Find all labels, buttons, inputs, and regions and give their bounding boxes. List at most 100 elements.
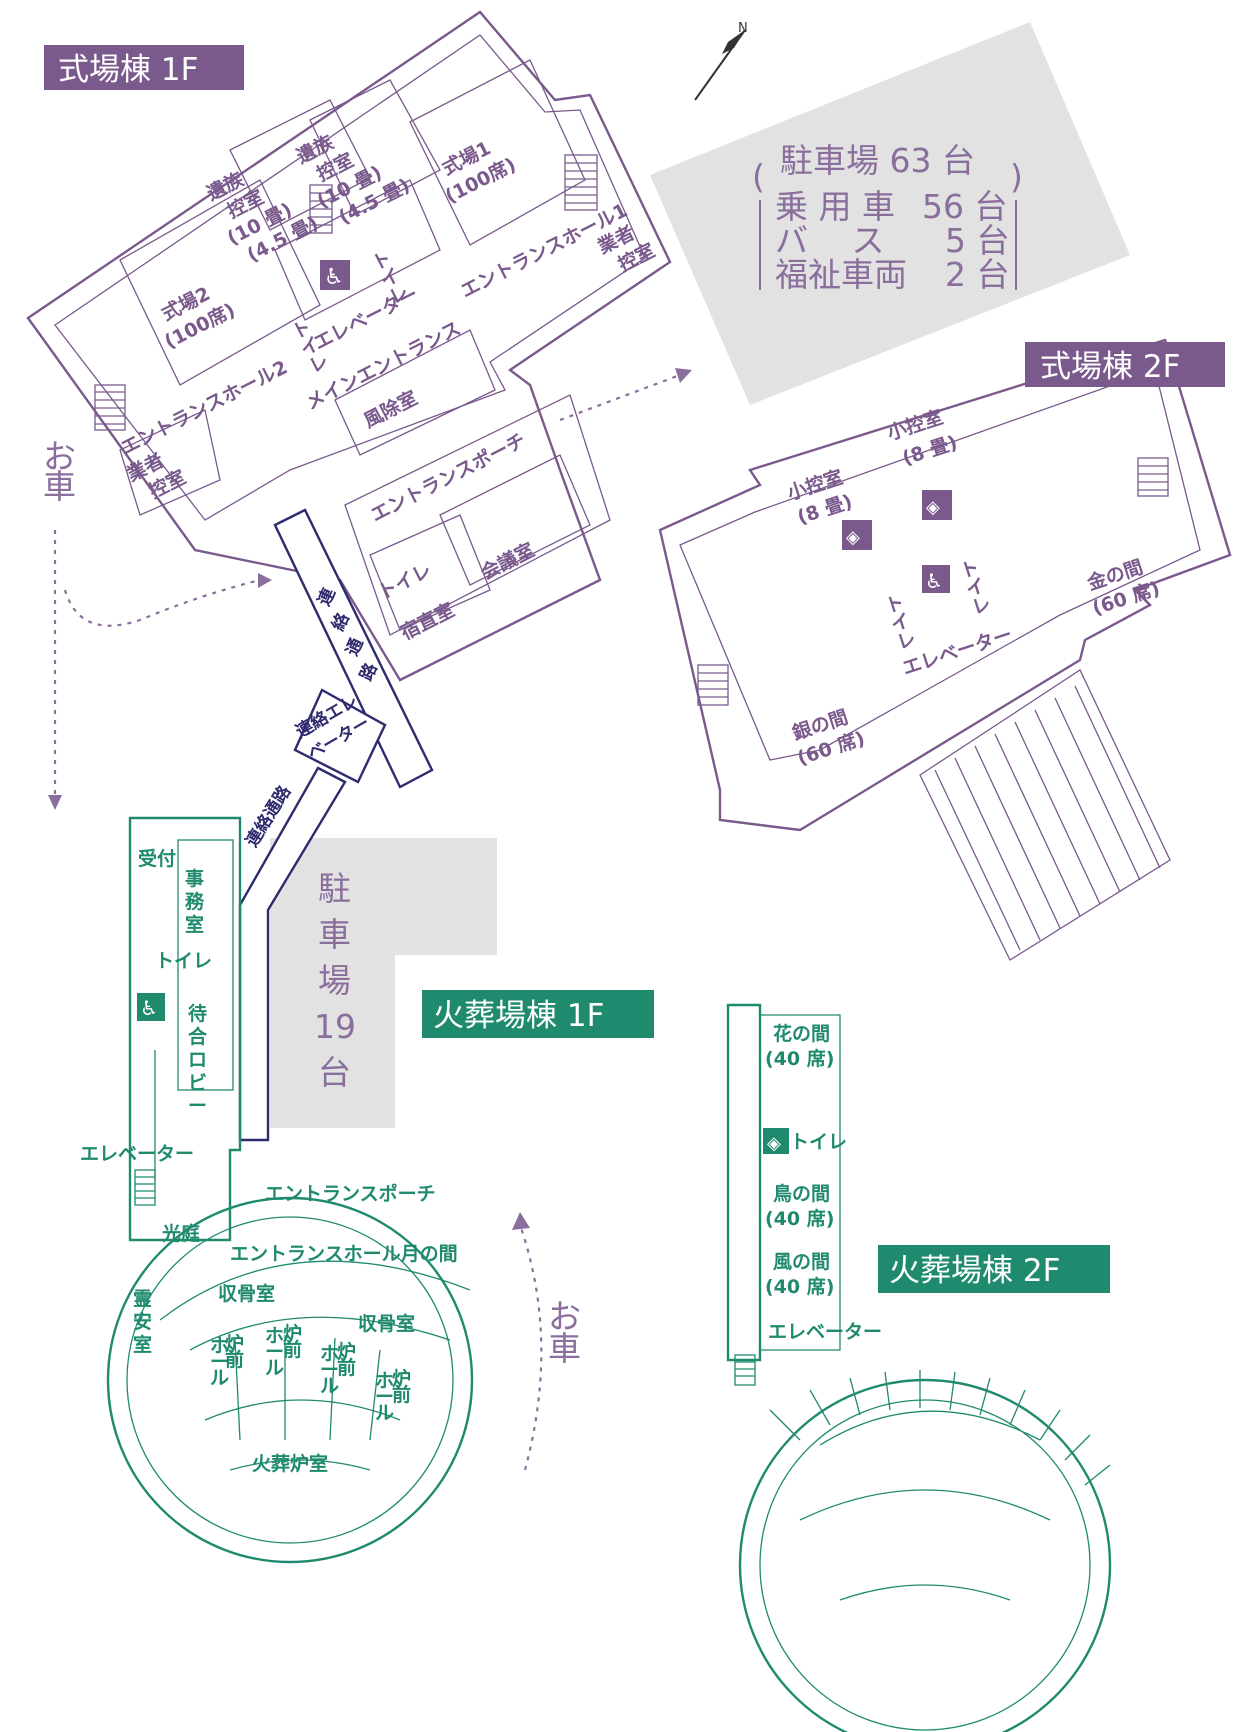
bracket-right: ) xyxy=(1010,157,1023,196)
rozen-4-c: ホ xyxy=(375,1370,394,1392)
ceremony-2f-plan: ◈ ◈ ♿ 小控室 (8 畳) 小控室 (8 畳) トイレ トイレ エレベーター… xyxy=(658,338,1232,961)
parking-lot-small xyxy=(270,838,497,1128)
label-toilet-c: トイレ xyxy=(374,559,435,604)
parking-small-text: 駐 車 場 19 台 xyxy=(314,869,356,1092)
label-jimushitsu-3: 室 xyxy=(185,913,204,936)
room-toilet-2f-a: トイレ xyxy=(880,592,919,653)
label-reian-2: 安 xyxy=(133,1310,152,1333)
label-elevator-crem2f: エレベーター xyxy=(768,1321,882,1343)
crematorium-1f-plan: ♿ 受付 事 務 室 トイレ 待 合 ロ ビ ー エレベーター エントランスポー… xyxy=(80,816,474,1564)
label-reian-1: 霊 xyxy=(133,1288,152,1310)
corridor-upper-3: 通 xyxy=(342,635,367,659)
room-hana-name: 花の間 xyxy=(773,1022,830,1045)
label-porch-crem1f: エントランスポーチ xyxy=(265,1182,436,1205)
tag-crem-2f-text: 火葬場棟 2F xyxy=(889,1253,1060,1289)
car-route-left: お 車 xyxy=(43,437,272,810)
parking-row-label-welfare: 福祉車両 xyxy=(775,255,907,294)
label-elevator-2f: エレベーター xyxy=(900,624,1015,680)
room-toilet-2f-b: トイレ xyxy=(955,557,994,618)
parking-row-count-bus: 5 台 xyxy=(945,221,1010,260)
north-arrow-icon: N xyxy=(694,21,748,101)
label-kaigishitsu: 会議室 xyxy=(477,538,538,584)
rozen-3-a: 炉 xyxy=(337,1340,356,1363)
parking-main-text: 駐車場 63 台 ( ) 乗 用 車 56 台 バ ス 5 台 福祉車両 2 台 xyxy=(752,141,1023,294)
label-kotei: 光庭 xyxy=(161,1222,200,1245)
rozen-3-b: 前 xyxy=(337,1356,356,1379)
label-reian-3: 室 xyxy=(133,1333,152,1356)
tatami-icon-a: ◈ xyxy=(842,520,872,550)
bracket-left: ( xyxy=(752,157,765,196)
rozen-3-c: ホ xyxy=(320,1343,339,1365)
tatami-icon-b: ◈ xyxy=(922,490,952,520)
rozen-2-b: 前 xyxy=(283,1338,302,1361)
stairs-2f-right xyxy=(1137,457,1169,497)
parking-row-count-car: 56 台 xyxy=(922,187,1007,226)
label-jimushitsu-2: 務 xyxy=(185,890,205,913)
crematorium-2f-plan: ◈ 花の間 (40 席) トイレ 鳥の間 (40 席) 風の間 (40 席) エ… xyxy=(726,1003,1112,1732)
stairs-crem2f-fan xyxy=(769,1370,1111,1486)
ceremony-1f-plan: ♿ 式場1 (100席) 式場2 (100席) 遺族 控室 (10 畳) (4.… xyxy=(26,10,672,682)
rozen-1-e: ル xyxy=(210,1367,229,1389)
tag-crem-1f-text: 火葬場棟 1F xyxy=(433,998,604,1034)
label-hall-tsuki: エントランスホール月の間 xyxy=(230,1243,458,1265)
label-porch-1f: エントランスポーチ xyxy=(367,428,529,526)
label-machiai-3: ロ xyxy=(188,1049,207,1071)
label-machiai-5: ー xyxy=(188,1095,207,1117)
tag-ceremony-1f: 式場棟 1F xyxy=(44,45,244,90)
label-machiai-4: ビ xyxy=(188,1072,207,1094)
stairs-2f-steps xyxy=(934,685,1161,951)
parking-row-count-welfare: 2 台 xyxy=(945,255,1010,294)
toilet-icon-crem2f: ◈ xyxy=(763,1128,789,1154)
room-tori-seats: (40 席) xyxy=(765,1207,834,1230)
svg-text:◈: ◈ xyxy=(846,527,860,548)
rozen-4-a: 炉 xyxy=(392,1367,411,1390)
stairs-crem2f xyxy=(734,1354,756,1386)
rozen-2-d: ー xyxy=(265,1341,284,1363)
car-route-right: お 車 xyxy=(512,1212,581,1471)
wheelchair-icon: ♿ xyxy=(320,260,350,290)
parking-small-char-5: 台 xyxy=(318,1053,351,1092)
rozen-2-e: ル xyxy=(265,1357,284,1379)
stairs-crem1f xyxy=(134,1169,156,1206)
label-shukuchoku: 宿直室 xyxy=(397,598,458,644)
parking-small-char-2: 車 xyxy=(318,915,351,954)
rozen-1-b: 前 xyxy=(225,1348,244,1371)
car-label-right-2: 車 xyxy=(548,1329,581,1368)
rozen-hall-labels: 炉 前 ホ ー ル 炉 前 ホ ー ル 炉 前 ホ ー ル 炉 前 ホ ー ル xyxy=(210,1322,411,1424)
tag-ceremony-2f-text: 式場棟 2F xyxy=(1040,349,1180,385)
tag-ceremony-1f-text: 式場棟 1F xyxy=(58,52,198,88)
rozen-4-e: ル xyxy=(375,1402,394,1424)
room-hana-seats: (40 席) xyxy=(765,1047,834,1070)
rozen-4-b: 前 xyxy=(392,1383,411,1406)
label-machiai-1: 待 xyxy=(188,1002,207,1025)
connecting-corridor: 連 絡 通 路 連絡エレ ベーター 連絡通路 xyxy=(238,508,434,1142)
parking-small-char-1: 駐 xyxy=(318,869,351,908)
rozen-1-a: 炉 xyxy=(225,1332,244,1355)
svg-text:◈: ◈ xyxy=(767,1133,781,1154)
svg-text:♿: ♿ xyxy=(324,265,344,290)
rozen-4-d: ー xyxy=(375,1386,394,1408)
svg-text:♿: ♿ xyxy=(925,569,943,593)
svg-text:♿: ♿ xyxy=(140,996,158,1020)
rozen-2-c: ホ xyxy=(265,1325,284,1347)
label-uketsuke: 受付 xyxy=(138,847,176,870)
wheelchair-icon-2f: ♿ xyxy=(922,565,950,593)
rozen-1-c: ホ xyxy=(210,1335,229,1357)
svg-text:◈: ◈ xyxy=(926,497,940,518)
stairs-1f-center xyxy=(309,184,333,234)
label-shukotsu-b: 収骨室 xyxy=(358,1312,415,1335)
car-label-right-1: お xyxy=(548,1297,581,1336)
label-machiai-2: 合 xyxy=(188,1025,208,1048)
room-tori-name: 鳥の間 xyxy=(773,1182,830,1205)
rozen-1-d: ー xyxy=(210,1351,229,1373)
parking-small-char-4: 19 xyxy=(314,1007,356,1046)
rozen-2-a: 炉 xyxy=(283,1322,302,1345)
car-label-left-1: お xyxy=(43,437,76,476)
tag-ceremony-2f: 式場棟 2F xyxy=(1025,342,1225,387)
room-kaze-seats: (40 席) xyxy=(765,1275,834,1298)
rozen-3-d: ー xyxy=(320,1359,339,1381)
label-jimushitsu-1: 事 xyxy=(185,867,204,890)
parking-row-label-car: 乗 用 車 xyxy=(775,187,895,226)
stairs-2f-left xyxy=(697,664,729,706)
